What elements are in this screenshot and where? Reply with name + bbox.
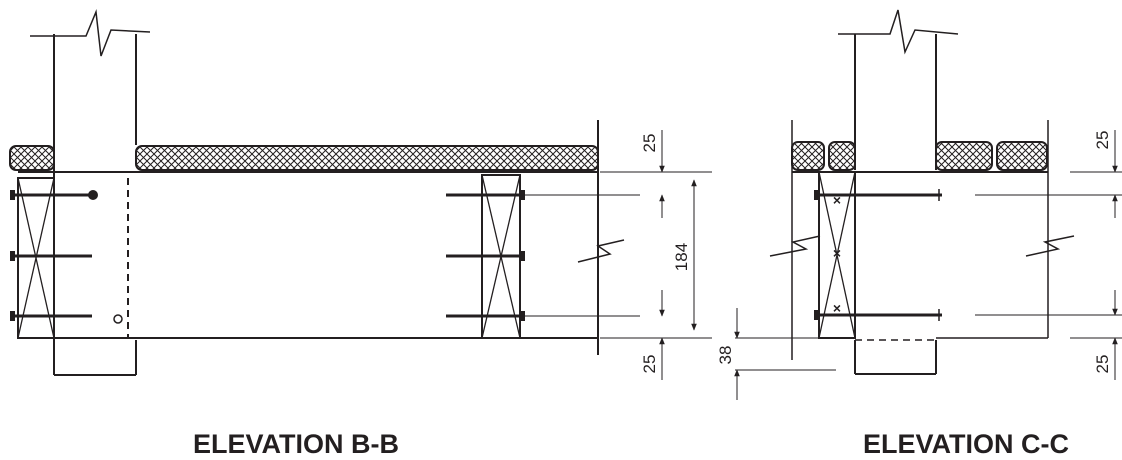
right-timber-block [446,174,525,339]
beam-c [791,171,1049,360]
dim-b-bottom: 25 [640,355,659,374]
beam-break-line-c-right [1025,235,1075,257]
bolts-c: × × × [814,189,942,321]
dim-b-middle: 184 [672,243,691,271]
svg-text:×: × [833,300,841,316]
svg-text:×: × [833,192,841,208]
svg-text:×: × [833,245,841,261]
dimensions-c [734,130,1122,400]
elevation-c-title: ELEVATION C-C [863,429,1069,459]
slab [9,145,599,171]
left-timber-block [17,177,55,339]
dimensions-b [522,130,712,380]
elevation-b-title: ELEVATION B-B [193,429,399,459]
column-c [854,34,937,375]
column [53,34,137,376]
dim-c-top: 25 [1093,131,1112,150]
elevation-c: × × × 38 25 25 ELEVATION C-C [716,9,1122,459]
dim-b-top: 25 [640,134,659,153]
dim-c-bottom: 25 [1093,355,1112,374]
dim-c-left: 38 [716,346,735,365]
beam-break-line [577,239,625,263]
column-break-line [30,9,151,57]
elevation-b: 25 184 25 ELEVATION B-B [9,9,712,459]
left-bolts [10,190,123,324]
beam-break-line-c-left [769,235,821,257]
column-break-line-c [838,9,959,55]
slab-c [791,120,1049,172]
